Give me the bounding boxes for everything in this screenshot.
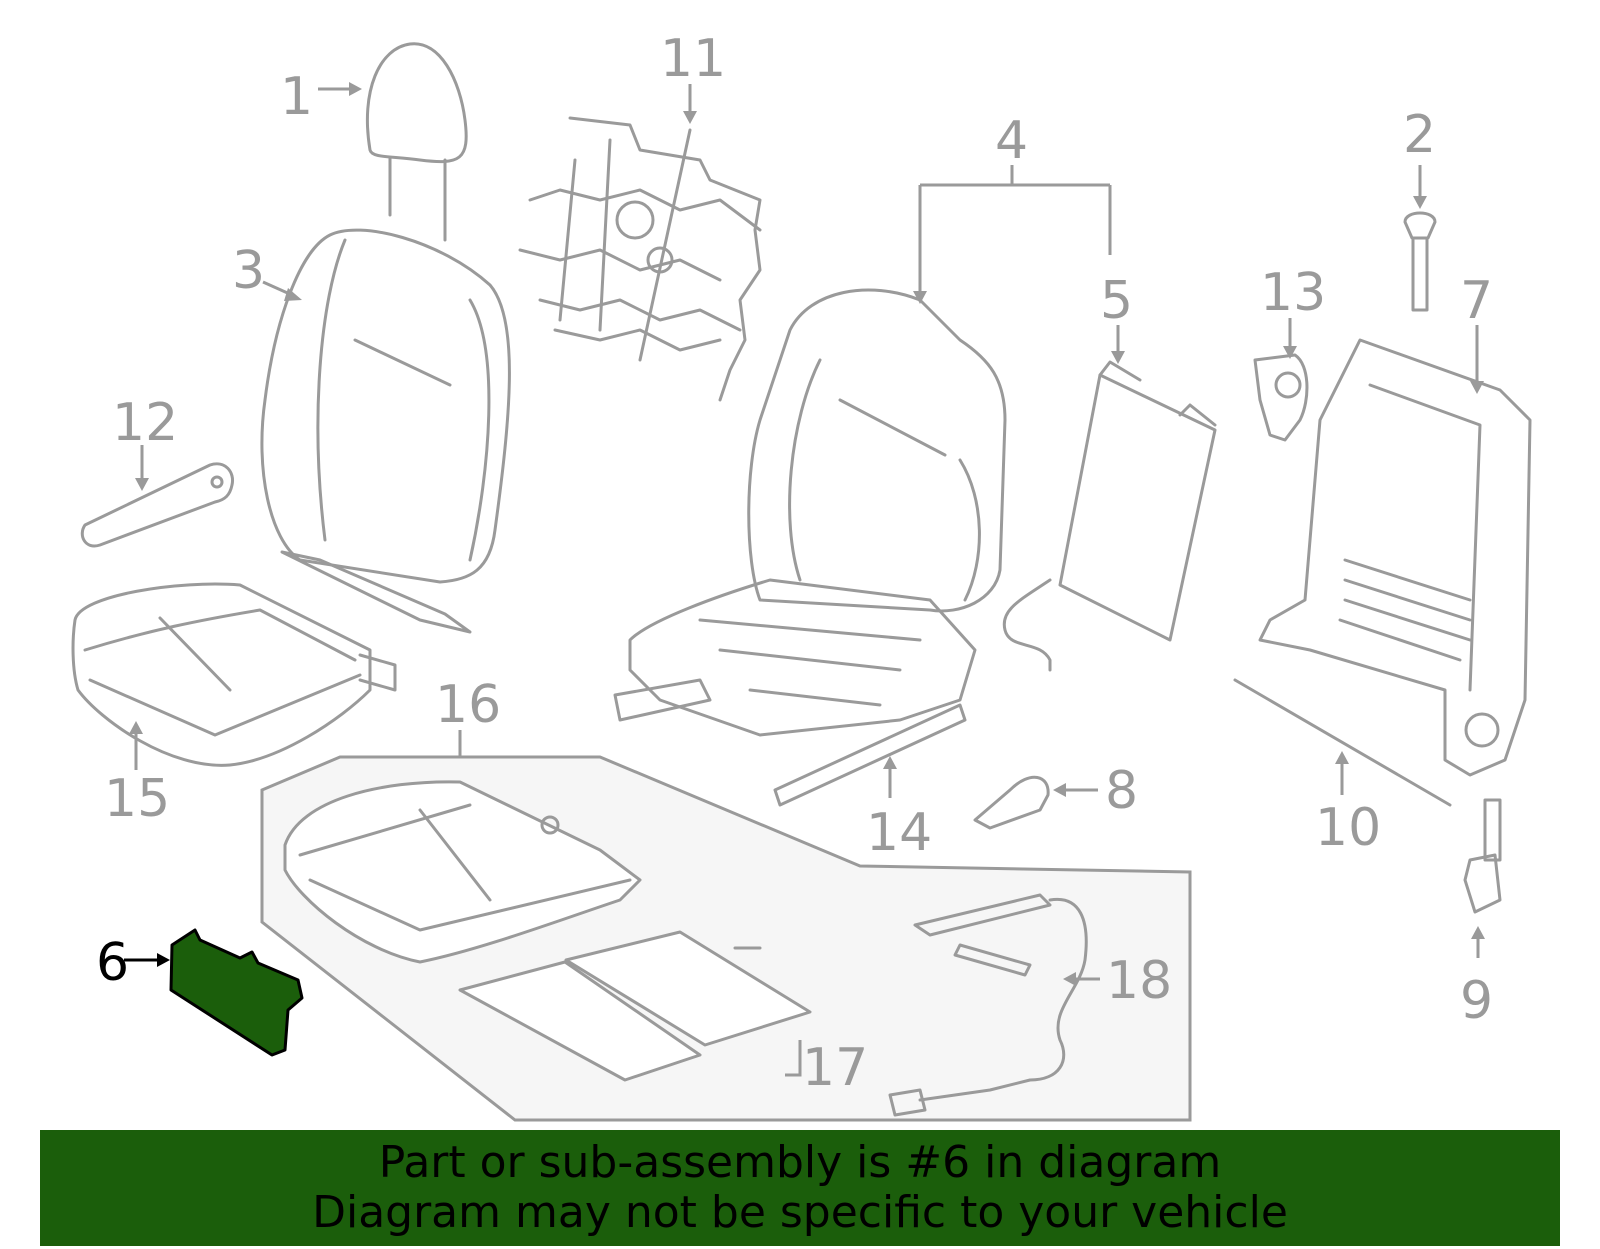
part-8-handle[interactable]: [973, 775, 1050, 830]
callout-3: 3: [232, 241, 265, 301]
arrow-9: [1471, 926, 1485, 939]
arrow-13: [1283, 346, 1297, 359]
arrow-12: [135, 478, 149, 491]
arrow-18: [1063, 972, 1076, 986]
callout-12: 12: [112, 393, 178, 453]
callout-4: 4: [995, 111, 1028, 171]
callout-17: 17: [802, 1038, 868, 1098]
part-16-cushion-pad[interactable]: [283, 780, 642, 964]
arrow-7: [1470, 381, 1484, 394]
part-17-heater-mats[interactable]: [458, 930, 812, 1082]
callout-15: 15: [104, 769, 170, 829]
arrow-11: [683, 111, 697, 124]
callout-8: 8: [1105, 761, 1138, 821]
callout-14: 14: [866, 803, 932, 863]
banner-line-1: Part or sub-assembly is #6 in diagram: [378, 1137, 1222, 1188]
info-banner: Part or sub-assembly is #6 in diagram Di…: [40, 1130, 1560, 1246]
part-13-bracket[interactable]: [1253, 353, 1309, 442]
callout-11: 11: [660, 29, 726, 89]
arrow-1: [349, 82, 362, 96]
part-9-motor[interactable]: [1463, 798, 1502, 914]
arrow-8: [1053, 783, 1066, 797]
part-6-highlighted[interactable]: [169, 928, 304, 1057]
part-18-harness[interactable]: [888, 893, 1088, 1117]
arrow-14: [883, 756, 897, 769]
callout-10: 10: [1315, 798, 1381, 858]
callout-6: 6: [96, 933, 129, 993]
arrow-15: [129, 721, 143, 734]
part-4-seat-assembly[interactable]: [613, 288, 1007, 807]
callout-1: 1: [280, 67, 313, 127]
part-3-seatback-cover[interactable]: [260, 228, 511, 634]
arrow-5: [1111, 351, 1125, 364]
arrow-3: [284, 288, 302, 301]
arrow-4: [913, 291, 927, 304]
part-1-headrest[interactable]: [365, 42, 468, 242]
part-10-rod[interactable]: [1233, 678, 1452, 807]
leader-4-bracket: [918, 165, 1112, 295]
part-2-bolt[interactable]: [1403, 211, 1437, 312]
part-7-seatback-frame[interactable]: [1258, 338, 1532, 777]
part-12-trim[interactable]: [80, 462, 235, 548]
arrow-6: [157, 953, 170, 967]
arrow-2: [1413, 196, 1427, 209]
part-11-lumbar-frame[interactable]: [518, 116, 762, 402]
callout-2: 2: [1403, 105, 1436, 165]
callout-16: 16: [435, 675, 501, 735]
part-15-cushion-cover[interactable]: [71, 582, 397, 767]
callout-13: 13: [1260, 263, 1326, 323]
arrow-10: [1335, 751, 1349, 764]
leader-17: [785, 1040, 802, 1077]
part-5-back-panel[interactable]: [1002, 360, 1217, 672]
callout-18: 18: [1106, 951, 1172, 1011]
callout-5: 5: [1100, 271, 1133, 331]
callout-7: 7: [1460, 271, 1493, 331]
callout-9: 9: [1460, 971, 1493, 1031]
banner-line-2: Diagram may not be specific to your vehi…: [312, 1187, 1288, 1238]
